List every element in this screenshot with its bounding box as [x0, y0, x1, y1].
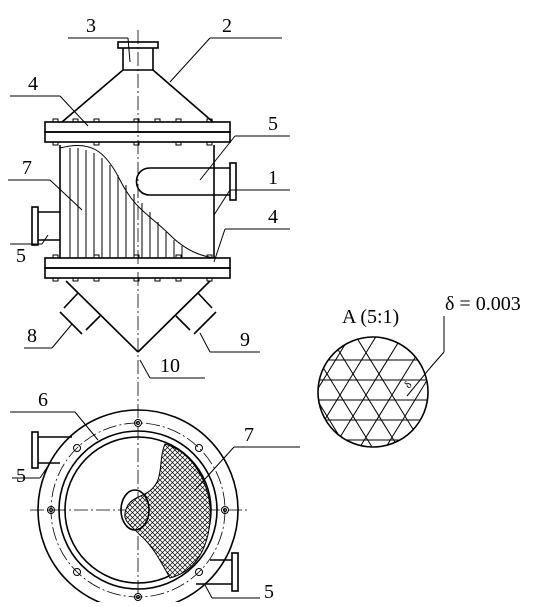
label-5-top: 5 [268, 113, 278, 135]
detail-circle [317, 336, 429, 448]
label-8: 8 [27, 325, 37, 347]
top-flange [44, 118, 231, 146]
label-2: 2 [222, 15, 232, 37]
label-4-top: 4 [28, 73, 38, 95]
top-view-right-nozzle [196, 552, 239, 592]
label-7-left: 7 [22, 157, 32, 179]
left-nozzle [31, 206, 60, 246]
delta-value: δ = 0.003 [445, 293, 521, 315]
top-cone [61, 69, 214, 123]
mesh-region [124, 443, 211, 579]
label-5-bottom-right: 5 [264, 581, 274, 602]
shell-body [59, 144, 237, 259]
inner-pipe [135, 167, 230, 196]
bolt-circle [50, 422, 226, 598]
delta-symbol: δ [402, 379, 415, 391]
label-7-bottom: 7 [244, 424, 254, 446]
central-pipe [120, 489, 150, 531]
label-5-left: 5 [16, 245, 26, 267]
label-10: 10 [160, 355, 180, 377]
top-nozzle [117, 41, 159, 70]
detail-title: A (5:1) [342, 306, 399, 328]
top-view-left-nozzle [31, 431, 72, 469]
bottom-cone [59, 280, 217, 353]
detail-a: δ A (5:1) δ = 0.003 [317, 293, 521, 448]
side-view [31, 30, 237, 602]
label-6: 6 [38, 389, 48, 411]
tube-bundle [69, 148, 183, 258]
bolt-holes [47, 419, 229, 601]
label-9: 9 [240, 329, 250, 351]
leader-lines [8, 37, 300, 599]
bottom-flange [44, 254, 231, 282]
label-5-left-bottom: 5 [16, 465, 26, 487]
label-1: 1 [268, 167, 278, 189]
break-line [59, 144, 215, 259]
label-4-right: 4 [268, 206, 278, 228]
delta-leader [406, 367, 431, 397]
top-view [30, 409, 250, 607]
part-labels: 3 2 4 5 7 1 4 5 8 9 10 6 7 5 5 [16, 15, 278, 603]
label-3: 3 [86, 15, 96, 37]
